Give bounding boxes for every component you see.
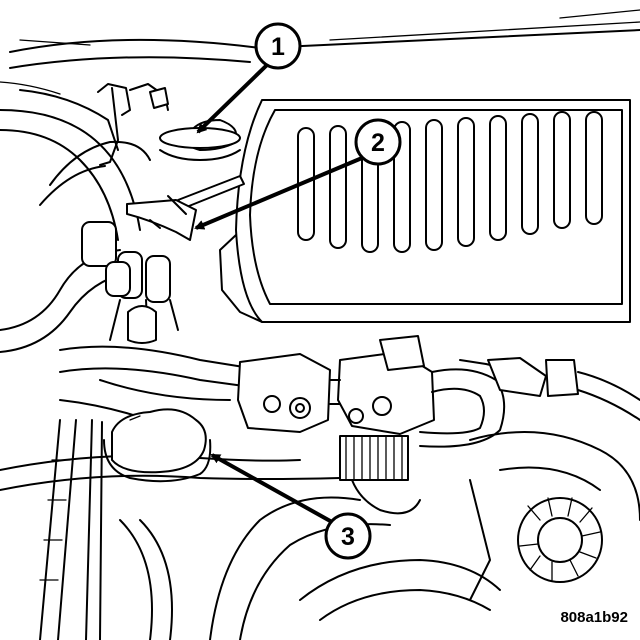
- callout-3: 3: [210, 453, 372, 560]
- callout-2-label: 2: [371, 129, 385, 157]
- left-hoses: [0, 89, 151, 353]
- left-pipes: [39, 419, 103, 640]
- hood-edge: [0, 9, 640, 95]
- callout-2-leader: [194, 156, 363, 230]
- hose-fittings: [81, 221, 179, 344]
- corrugated-hose: [339, 435, 421, 515]
- coolant-pressure-cap: [103, 408, 212, 483]
- figure-reference-code: 808a1b92: [560, 609, 628, 626]
- alternator: [469, 431, 640, 601]
- callout-2: 2: [194, 118, 402, 230]
- callout-1: 1: [196, 22, 302, 134]
- callout-3-label: 3: [341, 523, 355, 551]
- callout-1-circle: [254, 22, 302, 70]
- air-cleaner-housing: [219, 99, 631, 323]
- bracket-assembly: [97, 83, 169, 166]
- callout-3-circle: [324, 512, 372, 560]
- lower-components: [119, 496, 501, 640]
- callout-1-leader: [196, 62, 270, 134]
- right-hose: [419, 357, 640, 448]
- oil-fill-cap: [159, 119, 241, 161]
- throttle-body: [237, 335, 435, 435]
- callout-2-circle: [354, 118, 402, 166]
- oil-dipstick: [126, 175, 245, 241]
- callout-3-leader: [210, 453, 333, 524]
- callout-1-label: 1: [271, 33, 285, 61]
